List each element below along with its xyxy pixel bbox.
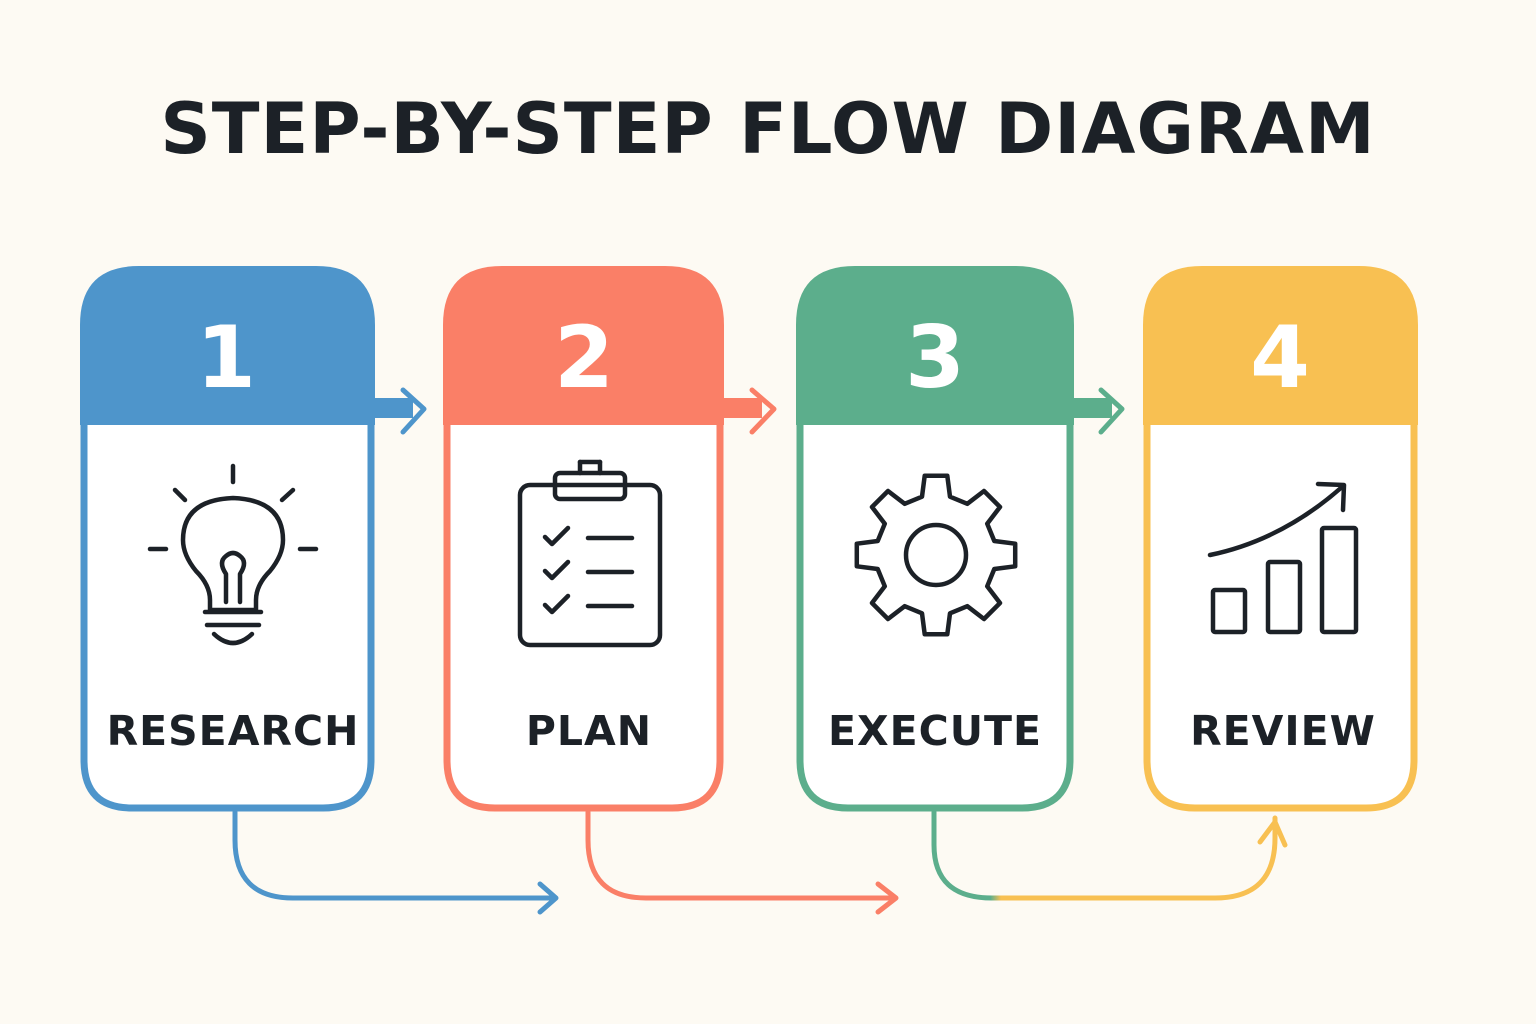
step-card-4: 4 REVIEW <box>1143 266 1418 812</box>
connector-arrow-3-4 <box>1074 387 1125 435</box>
connector-arrow-1-2 <box>375 387 427 435</box>
step-card-1-body <box>80 425 375 812</box>
step-card-2-header <box>443 266 724 425</box>
step-label-1: RESEARCH <box>107 707 360 755</box>
step-number-2: 2 <box>554 308 614 408</box>
bottom-flow-line-2 <box>585 809 899 915</box>
step-card-1-header <box>80 266 375 425</box>
gear-icon <box>854 473 1018 637</box>
step-label-2: PLAN <box>526 707 652 755</box>
clipboard-checklist-icon <box>517 459 663 648</box>
step-card-3-header <box>796 266 1074 425</box>
step-label-3: EXECUTE <box>828 707 1042 755</box>
step-card-4-body <box>1143 425 1418 812</box>
step-card-2: 2 PLAN <box>443 266 724 812</box>
step-label-4: REVIEW <box>1190 707 1376 755</box>
bottom-flow-line-1 <box>232 809 559 915</box>
step-card-2-body <box>443 425 724 812</box>
step-card-1: 1 RESEARCH <box>80 266 375 812</box>
step-card-3: 3 EXECUTE <box>796 266 1074 812</box>
step-number-1: 1 <box>196 308 256 408</box>
connector-arrow-2-3 <box>724 387 777 435</box>
step-number-4: 4 <box>1250 308 1310 408</box>
growth-chart-icon <box>1207 481 1359 635</box>
lightbulb-icon <box>147 463 319 646</box>
step-card-4-header <box>1143 266 1418 425</box>
step-number-3: 3 <box>905 308 965 408</box>
bottom-flow-line-3 <box>931 809 1288 901</box>
page-title: STEP-BY-STEP FLOW DIAGRAM <box>160 88 1376 170</box>
step-card-3-body <box>796 425 1074 812</box>
